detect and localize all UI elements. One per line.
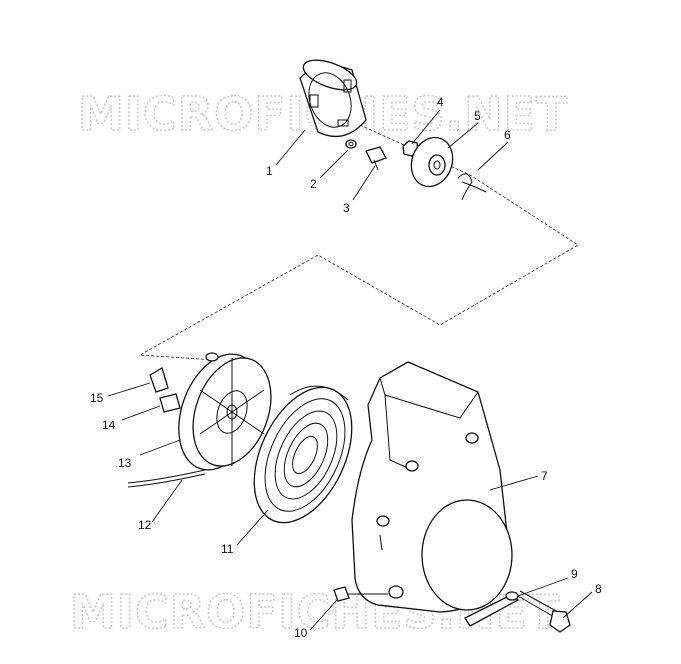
callout-2: 2 — [310, 177, 317, 191]
callout-4: 4 — [437, 95, 444, 109]
leader-lines — [107, 109, 593, 631]
callout-7: 7 — [541, 469, 548, 483]
part-11-spring — [253, 385, 353, 524]
part-13-reel — [178, 352, 272, 471]
part-5-ratchet — [410, 136, 454, 188]
callout-1: 1 — [266, 164, 273, 178]
callout-3: 3 — [343, 201, 350, 215]
callout-10: 10 — [294, 626, 308, 640]
callout-5: 5 — [474, 109, 481, 123]
part-7-cover — [351, 361, 513, 613]
part-14-pawl — [159, 393, 181, 413]
part-12-rope — [127, 469, 206, 488]
callout-9: 9 — [571, 567, 578, 581]
callout-12: 12 — [138, 518, 152, 532]
part-9-bar — [464, 591, 520, 627]
part-2-washer — [345, 139, 357, 149]
callout-13: 13 — [118, 456, 132, 470]
callouts: 1 2 3 4 5 6 7 8 9 10 11 12 13 14 15 — [90, 95, 602, 640]
part-3-bolt — [365, 146, 387, 171]
part-6-clip — [457, 173, 487, 201]
part-15-guide — [149, 367, 169, 393]
part-10-bolt — [333, 586, 388, 602]
callout-11: 11 — [221, 542, 234, 556]
assembly-line — [138, 124, 579, 361]
callout-14: 14 — [102, 418, 116, 432]
callout-8: 8 — [595, 582, 602, 596]
callout-15: 15 — [90, 391, 104, 405]
callout-6: 6 — [504, 128, 511, 142]
part-1-pulley-cup — [299, 59, 367, 138]
